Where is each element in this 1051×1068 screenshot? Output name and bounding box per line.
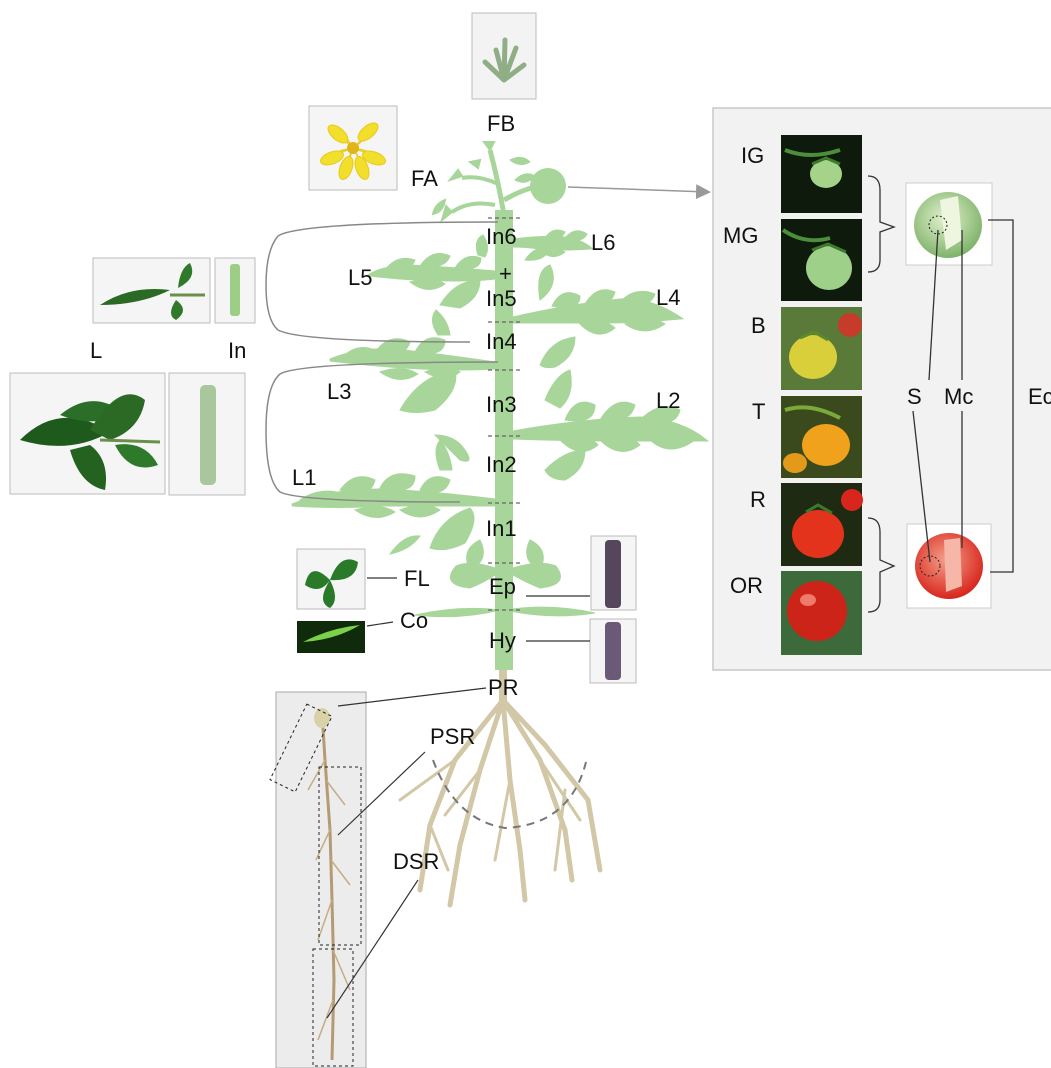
label-co: Co: [400, 608, 428, 633]
label-l6: L6: [591, 230, 615, 255]
red-fruit-section-photo: [907, 524, 991, 608]
first-leaf-photo: [297, 549, 365, 609]
label-in5: In5: [486, 286, 517, 311]
label-t: T: [752, 399, 765, 424]
fruit-photo-or: [781, 571, 862, 655]
fruit-stage-panel: [713, 108, 1051, 670]
label-l: L: [90, 338, 102, 363]
label-hy: Hy: [489, 628, 516, 653]
label-in: In: [228, 338, 246, 363]
green-fruit-section-photo: [906, 183, 992, 265]
label-l3: L3: [327, 379, 351, 404]
fruit-photo-mg: [781, 219, 862, 301]
label-in3: In3: [486, 392, 517, 417]
label-l2: L2: [656, 388, 680, 413]
label-ec: Ec: [1028, 384, 1051, 409]
root-photo: [270, 692, 366, 1068]
fruit-arrow: [568, 187, 708, 192]
epicotyl-photo: [591, 536, 636, 610]
co-pointer-line: [367, 622, 393, 626]
label-l1: L1: [292, 465, 316, 490]
fruit-photo-ig: [781, 135, 862, 213]
label-fa: FA: [411, 166, 438, 191]
label-pr: PR: [488, 675, 519, 700]
label-in6: In6: [486, 224, 517, 249]
flower-bud-photo: [472, 13, 536, 99]
label-s: S: [907, 384, 922, 409]
label-b: B: [751, 313, 766, 338]
label-in1: In1: [486, 516, 517, 541]
label-mc: Mc: [944, 384, 973, 409]
label-psr: PSR: [430, 724, 475, 749]
young-leaf-photo: [93, 258, 210, 323]
mature-leaf-photo: [10, 373, 165, 494]
young-internode-photo: [215, 258, 255, 323]
fruit-photo-t: [781, 396, 862, 478]
label-or: OR: [730, 573, 763, 598]
label-ep: Ep: [489, 574, 516, 599]
fruit-photo-r: [781, 483, 863, 566]
fruit-photo-b: [781, 307, 862, 390]
hypocotyl-photo: [590, 619, 636, 683]
label-mg: MG: [723, 223, 758, 248]
label-r: R: [750, 487, 766, 512]
cotyledon-photo: [297, 621, 365, 653]
label-in2: In2: [486, 452, 517, 477]
label-in4: In4: [486, 329, 517, 354]
label-dsr: DSR: [393, 849, 439, 874]
label-ig: IG: [741, 143, 764, 168]
label-fl: FL: [404, 566, 430, 591]
plus-icon: +: [499, 261, 512, 286]
label-l5: L5: [348, 265, 372, 290]
mature-internode-photo: [169, 373, 245, 495]
label-l4: L4: [656, 285, 680, 310]
label-fb: FB: [487, 111, 515, 136]
upper-sample-bracket: [266, 222, 498, 342]
flower-anthesis-photo: [309, 106, 397, 190]
